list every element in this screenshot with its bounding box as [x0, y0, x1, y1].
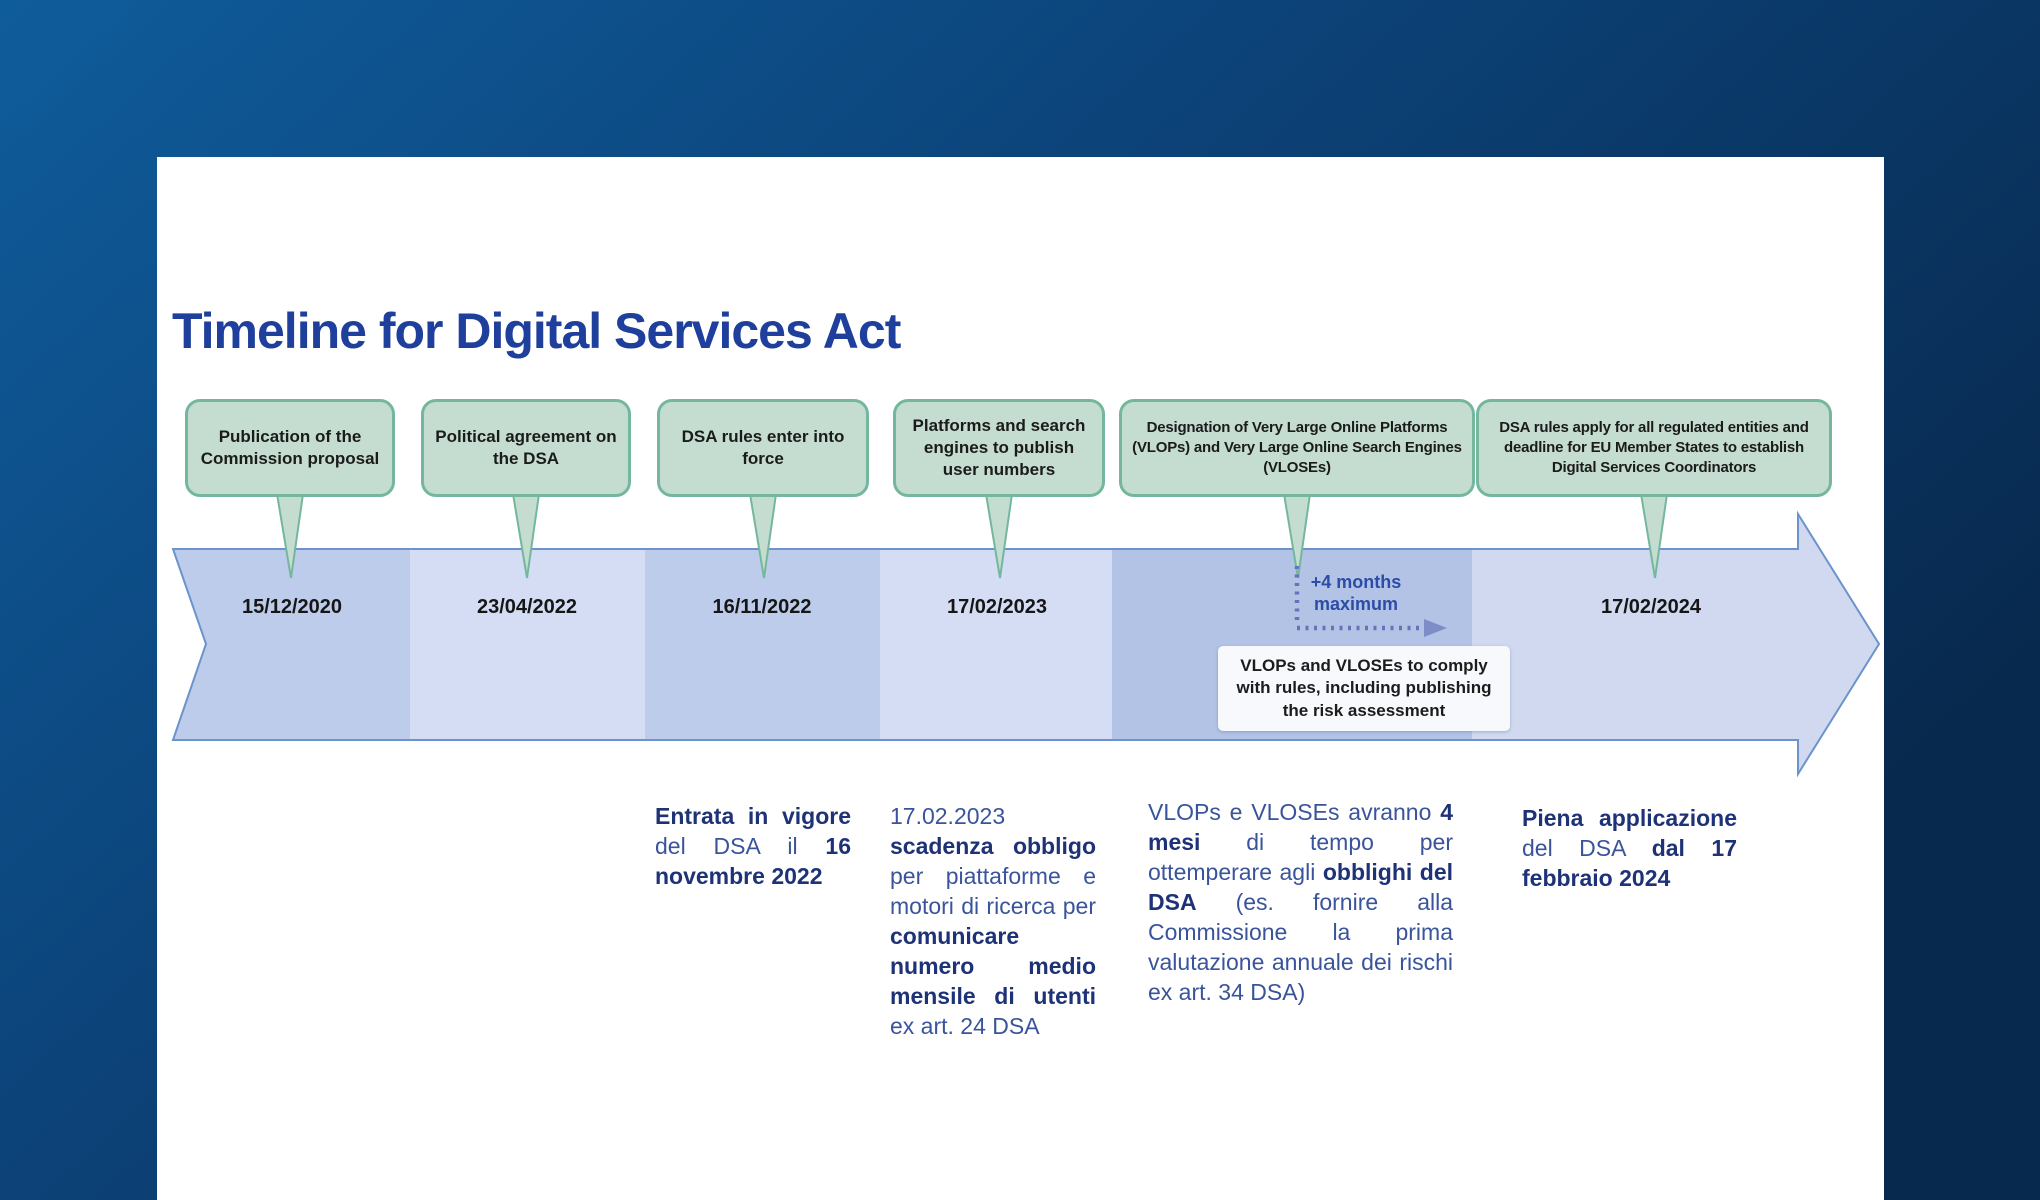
note-run: VLOPs e VLOSEs avranno — [1148, 799, 1441, 825]
plus4-months-label: +4 months maximum — [1299, 572, 1413, 616]
note-run: 4 mesi — [1148, 799, 1453, 855]
timeline-date-1: 15/12/2020 — [241, 596, 343, 618]
note-vlops-4-mesi: VLOPs e VLOSEs avranno 4 mesi di tempo p… — [1148, 797, 1453, 1007]
callout-publication-proposal: Publication of the Commission proposal — [185, 399, 395, 497]
note-run: (es. fornire alla Commissione la prima v… — [1148, 889, 1453, 1005]
note-run: obblighi del DSA — [1148, 859, 1454, 915]
timeline-date-5: 17/02/2024 — [1600, 596, 1702, 618]
callout-publish-user-numbers: Platforms and search engines to publish … — [893, 399, 1105, 497]
callout-label: Publication of the Commission proposal — [200, 427, 380, 468]
note-run: scadenza obbligo — [890, 833, 1096, 859]
plus4-line1: +4 months — [1310, 572, 1402, 592]
note-run: Piena applicazione — [1522, 805, 1737, 831]
timeline-date-2: 23/04/2022 — [476, 596, 578, 618]
callout-label: Platforms and search engines to publish … — [912, 416, 1086, 479]
callout-vlop-designation: Designation of Very Large Online Platfor… — [1119, 399, 1475, 497]
timeline-date-3: 16/11/2022 — [712, 596, 812, 618]
callout-label: DSA rules apply for all regulated entiti… — [1499, 419, 1809, 476]
note-entrata-in-vigore: Entrata in vigore del DSA il 16 novembre… — [655, 801, 851, 891]
callout-rules-enter-force: DSA rules enter into force — [657, 399, 869, 497]
note-run: comunicare numero medio mensile di utent… — [890, 923, 1096, 1009]
page-title: Timeline for Digital Services Act — [172, 303, 901, 359]
note-run: 17.02.2023 — [890, 803, 1006, 829]
note-run: del DSA il — [655, 833, 826, 859]
note-scadenza-obbligo: 17.02.2023 scadenza obbligo per piattafo… — [890, 801, 1096, 1041]
compliance-note-box: VLOPs and VLOSEs to comply with rules, i… — [1218, 646, 1510, 732]
callout-label: DSA rules enter into force — [681, 427, 845, 468]
note-run: del DSA — [1522, 835, 1652, 861]
plus4-line2: maximum — [1313, 593, 1399, 614]
timeline-date-4: 17/02/2023 — [946, 596, 1048, 618]
note-run: di tempo per ottemperare agli — [1148, 829, 1453, 885]
note-run: 16 novembre 2022 — [655, 833, 851, 889]
note-run: Entrata in vigore — [655, 803, 851, 829]
note-piena-applicazione: Piena applicazione del DSA dal 17 febbra… — [1522, 803, 1737, 893]
compliance-note-text: VLOPs and VLOSEs to comply with rules, i… — [1236, 656, 1492, 720]
callout-political-agreement: Political agreement on the DSA — [421, 399, 631, 497]
callout-label: Designation of Very Large Online Platfor… — [1132, 419, 1462, 476]
note-run: ex art. 24 DSA — [890, 1013, 1040, 1039]
note-run: dal 17 febbraio 2024 — [1522, 835, 1737, 891]
callout-full-application: DSA rules apply for all regulated entiti… — [1476, 399, 1832, 497]
callout-label: Political agreement on the DSA — [435, 427, 617, 468]
note-run: per piattaforme e motori di ricerca per — [890, 863, 1096, 919]
